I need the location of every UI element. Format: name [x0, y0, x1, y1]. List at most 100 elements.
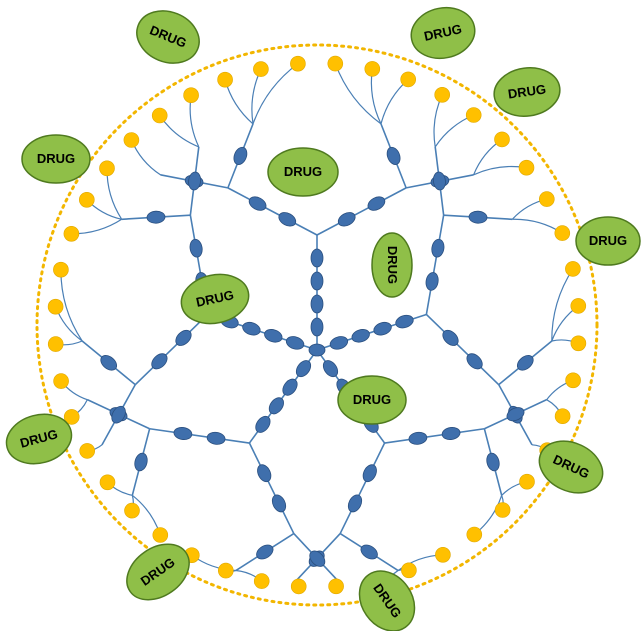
terminal-group-dot	[554, 225, 571, 241]
terminal-group-dot	[565, 261, 581, 277]
terminal-group-dot	[47, 298, 64, 315]
terminal-group-dot	[124, 502, 140, 519]
drug-inner-right: DRUG	[371, 232, 413, 298]
secondary-branch-line	[227, 187, 318, 236]
branch-node	[206, 431, 226, 445]
branch-node	[486, 452, 500, 472]
terminal-link-line	[551, 268, 574, 342]
branch-node	[362, 464, 377, 483]
branch-node	[111, 405, 126, 424]
branch-node	[173, 427, 193, 440]
branch-node	[151, 353, 168, 370]
drug-label: DRUG	[507, 81, 547, 101]
branch-node	[322, 360, 339, 378]
drug-left-lower: DRUG	[5, 413, 73, 465]
terminal-group-dot	[218, 562, 234, 579]
drug-right-upper: DRUG	[493, 67, 561, 117]
branch-node	[395, 314, 414, 329]
secondary-branch-line	[134, 313, 209, 386]
branch-node	[257, 464, 272, 483]
drug-molecule-shape	[126, 543, 190, 601]
terminal-group-dot	[494, 131, 510, 148]
terminal-group-dot	[183, 87, 199, 103]
branch-node	[425, 272, 439, 291]
branch-node	[188, 171, 202, 191]
branch-node	[310, 271, 324, 291]
branch-node	[242, 321, 261, 336]
secondary-branch-line	[248, 442, 295, 534]
terminal-group-dot	[63, 409, 80, 425]
terminal-group-dot	[217, 71, 233, 88]
terminal-group-dot	[79, 443, 95, 459]
core-node	[308, 343, 326, 357]
branch-node	[441, 427, 461, 440]
branch-node	[285, 336, 305, 350]
branch-node	[146, 210, 166, 224]
terminal-group-dot	[79, 192, 95, 208]
branch-node	[516, 355, 534, 371]
drug-molecule-shape	[575, 216, 641, 266]
terminal-groups-layer	[47, 55, 587, 595]
terminal-group-dot	[401, 562, 417, 579]
branch-node	[432, 171, 446, 191]
drug-molecule-shape	[538, 440, 604, 494]
branch-node	[337, 212, 356, 227]
drug-right-middle: DRUG	[575, 216, 641, 266]
branch-node	[175, 329, 192, 346]
terminal-group-dot	[63, 226, 80, 242]
terminal-group-dot	[290, 578, 307, 595]
branch-node	[278, 212, 297, 227]
drug-molecule-shape	[5, 413, 73, 465]
dotted-boundary-circle	[35, 43, 599, 607]
drug-label: DRUG	[353, 392, 391, 407]
terminal-group-dot	[290, 55, 306, 72]
terminal-link-line	[224, 79, 254, 125]
branch-node	[329, 336, 349, 350]
branch-node	[295, 360, 312, 378]
branch-node	[367, 196, 386, 211]
terminal-group-dot	[466, 526, 483, 543]
terminal-link-line	[380, 78, 409, 125]
drug-bottom-left: DRUG	[126, 543, 190, 601]
drug-label: DRUG	[37, 151, 75, 166]
drug-molecule-shape	[267, 147, 339, 197]
drug-molecule-shape	[358, 570, 416, 632]
secondary-branch-line	[384, 427, 485, 444]
secondary-branch-line	[339, 442, 386, 534]
terminal-group-dot	[465, 107, 482, 123]
terminal-link-line	[71, 218, 123, 235]
branch-nodes-layer	[100, 146, 534, 567]
terminal-group-dot	[538, 191, 555, 207]
drug-inner-left: DRUG	[180, 273, 250, 325]
branch-node	[442, 329, 459, 346]
terminal-group-dot	[151, 107, 168, 124]
branch-node	[347, 494, 363, 513]
drug-label: DRUG	[385, 246, 400, 284]
branch-node	[310, 294, 324, 314]
terminal-group-dot	[327, 55, 344, 72]
secondary-branch-line	[149, 427, 250, 444]
terminal-group-dot	[123, 132, 140, 148]
branch-node	[248, 196, 267, 211]
terminal-group-dot	[53, 261, 69, 278]
terminal-link-line	[60, 269, 83, 342]
terminal-group-dot	[565, 372, 581, 389]
drug-inner-center: DRUG	[337, 375, 407, 425]
terminal-group-dot	[435, 546, 451, 563]
terminal-group-dot	[152, 527, 169, 543]
branch-node	[271, 494, 287, 513]
secondary-branch-line	[316, 187, 407, 236]
terminal-group-dot	[570, 298, 587, 314]
terminal-link-line	[370, 68, 382, 125]
terminal-group-dot	[494, 502, 511, 518]
terminal-group-dot	[554, 408, 571, 425]
terminal-group-dot	[570, 335, 587, 352]
drug-molecule-shape	[136, 10, 200, 64]
drug-top-left: DRUG	[136, 10, 200, 64]
terminal-group-dot	[328, 578, 344, 595]
branch-node	[468, 210, 488, 224]
terminal-group-dot	[434, 87, 451, 103]
